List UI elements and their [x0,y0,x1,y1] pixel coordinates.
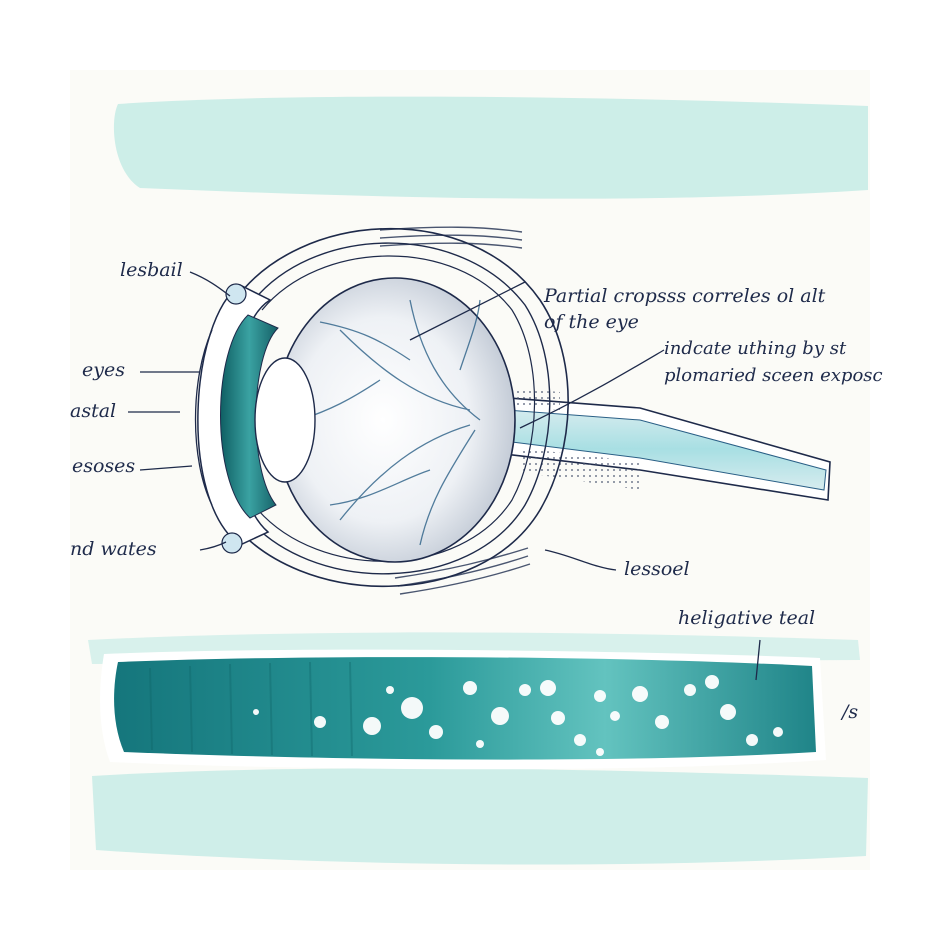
note-line-1: indcate uthing by st [664,338,847,359]
label-eyes: eyes [82,359,125,381]
label-edge-right: /s [840,701,858,723]
teal-tissue-strip [100,649,826,770]
label-lessoel: lessoel [624,558,690,580]
bottom-watercolor-wash [92,768,868,865]
label-lesbail: lesbail [120,259,183,281]
label-heligative-teal: heligative teal [678,607,815,629]
extraocular-muscles [379,226,531,595]
label-astal: astal [70,400,116,422]
anterior-segment [194,283,316,554]
lens [254,357,316,483]
caption-line-1: Partial cropsss correles ol alt [543,285,826,307]
upper-ciliary [225,283,247,305]
label-esoses: esoses [72,455,135,477]
caption-line-2: of the eye [544,311,639,333]
label-nd-wates: nd wates [70,538,157,560]
lower-ciliary [221,532,243,554]
leader-lines [128,271,761,681]
top-watercolor-wash [113,96,869,199]
note-line-2: plomaried sceen exposc [664,365,883,386]
eye-globe [229,227,569,588]
